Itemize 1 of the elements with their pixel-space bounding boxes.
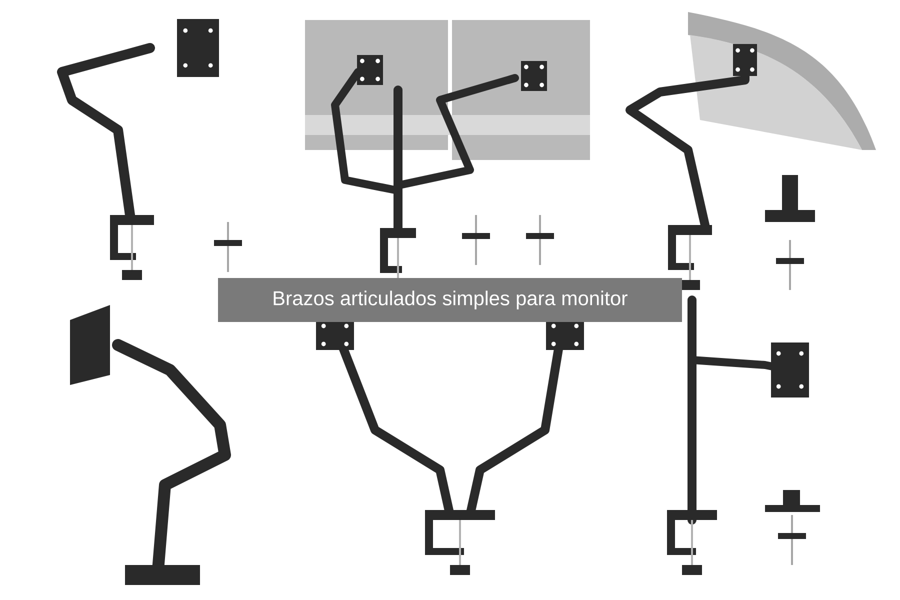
title-banner: Brazos articulados simples para monitor bbox=[218, 278, 682, 322]
